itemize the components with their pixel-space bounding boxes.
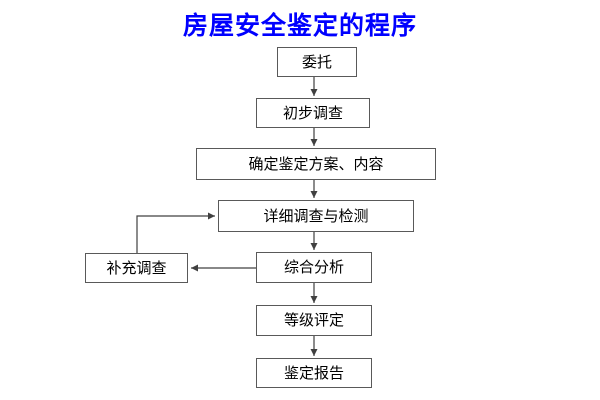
node-comprehensive-analysis[interactable]: 综合分析 (256, 252, 372, 283)
edge-supplementary-to-detailed (136, 212, 215, 253)
node-appraisal-report-label: 鉴定报告 (283, 363, 344, 382)
node-appraisal-plan[interactable]: 确定鉴定方案、内容 (196, 148, 436, 180)
node-grade-assessment[interactable]: 等级评定 (256, 305, 372, 336)
node-preliminary-investigation[interactable]: 初步调查 (256, 98, 370, 128)
page-title: 房屋安全鉴定的程序 (182, 11, 417, 40)
node-appraisal-report[interactable]: 鉴定报告 (256, 358, 372, 388)
node-grade-assessment-label: 等级评定 (283, 311, 344, 329)
node-detailed-investigation-label: 详细调查与检测 (263, 206, 369, 225)
node-appraisal-plan-label: 确定鉴定方案、内容 (248, 154, 384, 173)
node-commission[interactable]: 委托 (277, 47, 357, 77)
node-comprehensive-analysis-label: 综合分析 (283, 258, 344, 276)
node-supplementary-investigation[interactable]: 补充调查 (85, 253, 188, 283)
node-commission-label: 委托 (301, 52, 332, 71)
node-preliminary-investigation-label: 初步调查 (282, 103, 343, 122)
node-supplementary-investigation-label: 补充调查 (106, 258, 167, 277)
node-detailed-investigation[interactable]: 详细调查与检测 (218, 200, 414, 232)
